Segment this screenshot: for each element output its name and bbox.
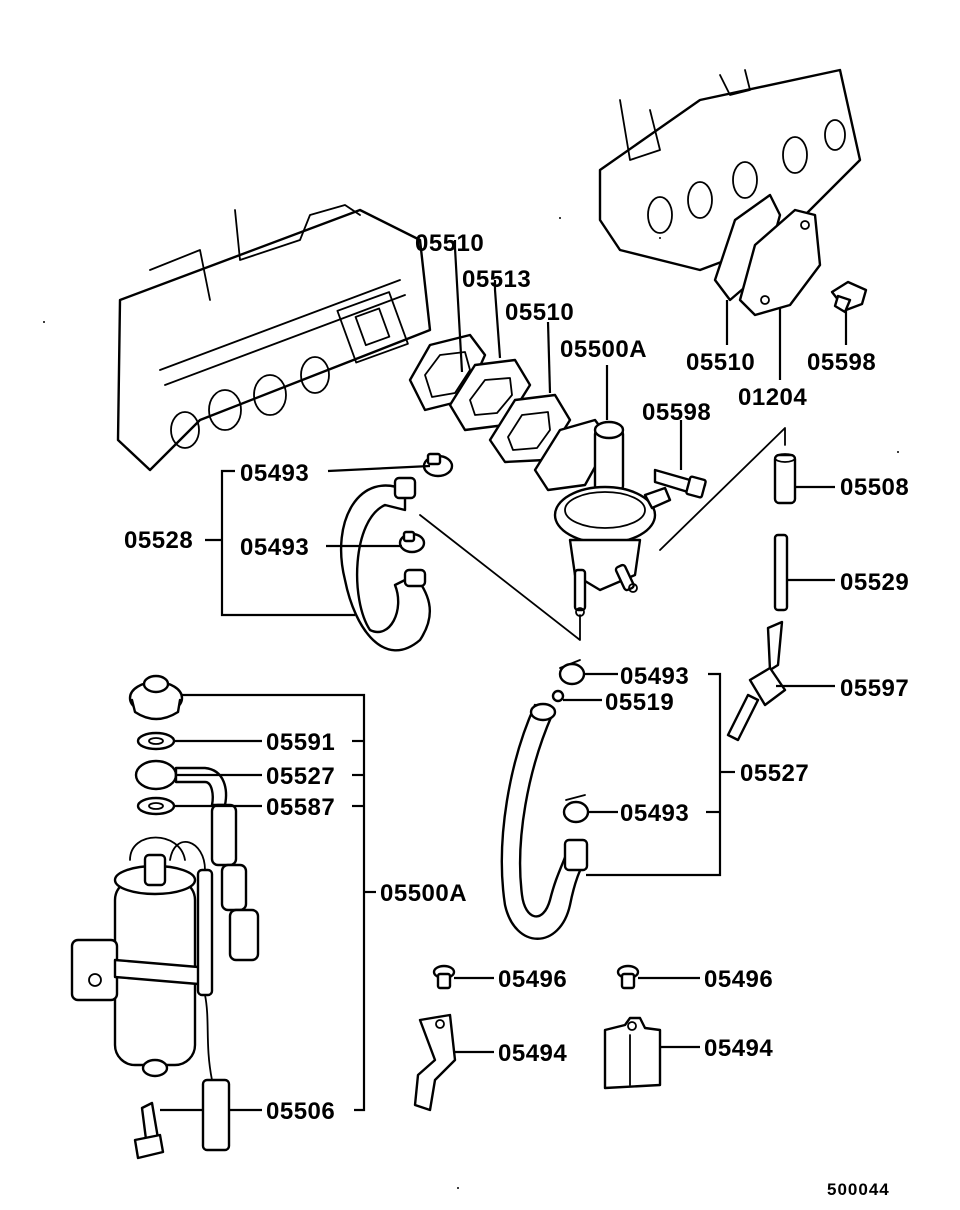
callout-05513: 05513 (462, 266, 531, 293)
clamp-center-part (558, 659, 586, 686)
callout-05587: 05587 (266, 794, 335, 821)
hose-left-part (340, 476, 432, 652)
callout-05519: 05519 (605, 689, 674, 716)
clamp-top-part (422, 452, 454, 478)
connector-right-part (726, 620, 787, 742)
callout-05529: 05529 (840, 569, 909, 596)
mechanical-fuel-pump (553, 420, 672, 617)
callout-05508: 05508 (840, 474, 909, 501)
cover-plate-part (738, 208, 822, 317)
bracket-left-part (413, 1013, 457, 1112)
diagram-reference-number: 500044 (827, 1180, 890, 1199)
callout-05510-b: 05510 (505, 299, 574, 326)
hose-long-right-part (773, 533, 789, 612)
callout-05496-a: 05496 (498, 966, 567, 993)
hose-center-part (500, 702, 589, 940)
callout-05598-a: 05598 (807, 349, 876, 376)
callout-05527-b: 05527 (266, 763, 335, 790)
callout-05510-c: 05510 (686, 349, 755, 376)
callout-05496-b: 05496 (704, 966, 773, 993)
guide-line-left (419, 514, 581, 641)
clamp-mid-part (398, 530, 426, 554)
callout-05528: 05528 (124, 527, 193, 554)
callout-05510-a: 05510 (415, 230, 484, 257)
regulator-part (128, 674, 184, 721)
bracket-right-part (603, 1016, 662, 1090)
clamp-center-low-part (562, 794, 590, 824)
electric-pump-body (70, 836, 212, 1078)
pump-wire-part (196, 868, 231, 1152)
callout-05506: 05506 (266, 1098, 335, 1125)
callout-05527-a: 05527 (740, 760, 809, 787)
callout-05493-d: 05493 (620, 800, 689, 827)
callout-05493-a: 05493 (240, 460, 309, 487)
callout-05493-c: 05493 (620, 663, 689, 690)
screw-left-part (432, 964, 456, 990)
washer-small-part (551, 689, 565, 703)
callout-01204: 01204 (738, 384, 807, 411)
callout-05494-b: 05494 (704, 1035, 773, 1062)
callout-05591: 05591 (266, 729, 335, 756)
engine-block-left (116, 204, 432, 472)
leader-lines (160, 240, 848, 1112)
callout-05494-a: 05494 (498, 1040, 567, 1067)
regulator-washer-part (136, 731, 176, 751)
washer-lower-part (136, 796, 176, 816)
callout-05493-b: 05493 (240, 534, 309, 561)
callout-labels: 05510 05513 05510 05500A 05510 05598 012… (124, 230, 909, 1199)
screw-right-part (616, 964, 640, 990)
inlet-fitting-part (210, 803, 260, 962)
callout-05598-b: 05598 (642, 399, 711, 426)
bolt-pump-part (653, 468, 707, 499)
gasket-right-part (713, 193, 782, 302)
hose-short-right-part (773, 453, 797, 505)
callout-05500a-elec: 05500A (380, 880, 467, 907)
callout-05500a-mech: 05500A (560, 336, 647, 363)
bolt-right-top-part (830, 280, 868, 314)
wire-connector-part (133, 1101, 165, 1160)
callout-05597: 05597 (840, 675, 909, 702)
guide-line-right (659, 427, 786, 551)
scan-specks (43, 217, 899, 1189)
